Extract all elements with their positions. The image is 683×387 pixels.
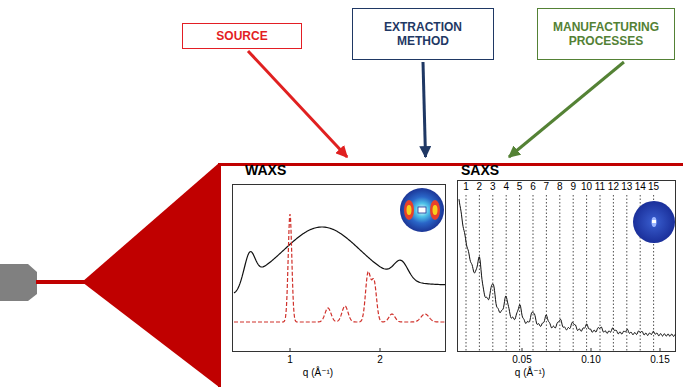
order-number: 15 [648,181,659,193]
order-line [546,195,547,351]
waxs-curve [234,227,445,293]
tick-label: 0.05 [512,354,531,366]
axis-ticks [290,348,660,352]
order-line [466,195,467,351]
order-number: 6 [530,181,536,193]
saxs-frame [458,181,676,352]
order-line [586,195,587,351]
plot-heading: SAXS [461,162,675,178]
order-line [559,195,560,351]
result-panel [220,165,683,387]
order-line [519,195,520,351]
plot-panel: WAXS [230,158,452,182]
order-line [573,195,574,351]
order-line [626,195,627,351]
waxs-pattern [400,188,444,232]
plot-heading: WAXS [245,162,437,178]
tick-label: 2 [377,354,383,366]
tick-label: 0.15 [650,354,669,366]
order-number: 5 [517,181,523,193]
source-tube [0,264,37,301]
influence-arrow [423,62,426,157]
order-number: 8 [557,181,563,193]
order-line [492,195,493,351]
plot-panel: SAXS [455,158,681,180]
factor-box: MANUFACTURING PROCESSES [537,8,675,60]
order-number: 10 [581,181,592,193]
order-line [533,195,534,351]
order-number: 9 [570,181,576,193]
saxs-curve [459,199,675,336]
box-label: SOURCE [216,29,267,43]
tick-label: 1 [287,354,293,366]
order-line [479,195,480,351]
saxs-pattern [633,201,675,243]
beam-line [36,280,86,284]
waxs-frame [233,185,446,352]
order-number: 2 [477,181,483,193]
factor-box: SOURCE [182,23,302,49]
order-number: 4 [503,181,509,193]
order-line [506,195,507,351]
order-number: 12 [608,181,619,193]
order-number: 7 [544,181,550,193]
influence-arrow [248,51,347,157]
tick-label: 0.10 [581,354,600,366]
order-number: 13 [621,181,632,193]
order-number: 1 [463,181,469,193]
axis-label: q (Å⁻¹) [303,367,333,379]
order-number: 3 [490,181,496,193]
axis-label: q (Å⁻¹) [515,367,545,379]
factor-box: EXTRACTION METHOD [352,8,494,60]
influence-arrow [509,62,624,157]
box-label: EXTRACTION METHOD [371,20,475,48]
order-number: 14 [635,181,646,193]
beam-cone [82,163,219,387]
box-label: MANUFACTURING PROCESSES [546,20,666,48]
order-number: 11 [595,181,605,193]
